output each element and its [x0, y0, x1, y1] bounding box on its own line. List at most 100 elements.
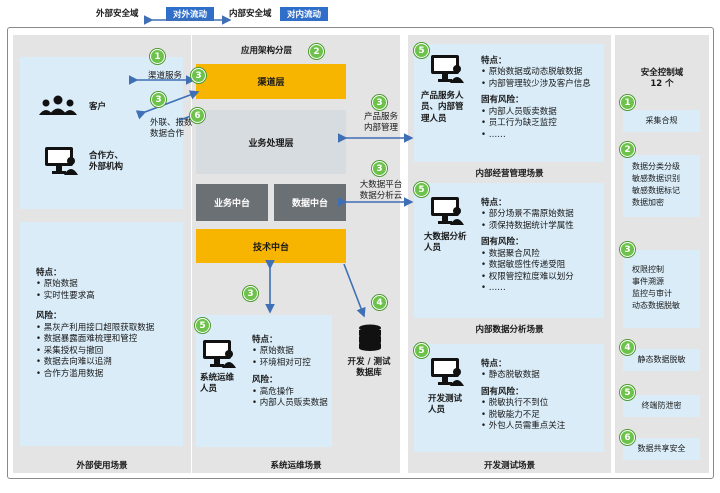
bullet-item: 高危操作: [252, 387, 328, 398]
badge-2-architecture: 2: [309, 44, 324, 59]
bullet-item: 实时性要求高: [36, 291, 183, 302]
bullet-item: 原始数据或动态脱敏数据: [481, 67, 591, 78]
bullet-item: 数据敏感性传递受阻: [481, 260, 574, 271]
bullet-item: 黑灰产利用接口超限获取数据: [36, 323, 183, 334]
mgmt-features-title: 特点：: [481, 56, 507, 66]
bullet-item: ……: [481, 283, 574, 294]
test-features-title: 特点：: [481, 359, 507, 369]
internal-domain-label: 内部安全域: [229, 9, 272, 19]
bullet-item: 采集授权与撤回: [36, 346, 183, 357]
ops-details: 特点： 原始数据环境相对可控 风险： 高危操作内部人员贩卖数据: [252, 335, 328, 410]
badge-3-channel: 3: [191, 68, 206, 83]
test-risks-title: 固有风险：: [481, 386, 524, 397]
control-badge-2: 2: [620, 142, 635, 157]
bullet-item: 脱敏执行不到位: [481, 398, 565, 409]
control-title: 安全控制域 12 个: [640, 68, 684, 90]
test-details: 特点： 静态脱敏数据 固有风险： 脱敏执行不到位脱敏能力不足外包人员需重点关注: [481, 359, 565, 433]
badge-5-analysis: 5: [414, 182, 429, 197]
bullet-item: 脱敏能力不足: [481, 410, 565, 421]
badge-3-analysis: 3: [372, 161, 387, 176]
mgmt-details: 特点： 原始数据或动态脱敏数据内部管理较少涉及客户信息 固有风险： 内部人员贩卖…: [481, 56, 591, 141]
analysis-actor-label: 大数据分析 人员: [424, 232, 467, 254]
ops-actor-label: 系统运维 人员: [200, 373, 235, 395]
mgmt-link-label: 产品服务 内部管理: [363, 112, 398, 133]
bullet-item: 内部管理较少涉及客户信息: [481, 79, 591, 90]
architecture-scene-title: 系统运维场景: [270, 461, 322, 471]
customer-icon: [38, 95, 78, 121]
badge-3-mgmt: 3: [372, 95, 387, 110]
bullet-item: 外包人员需重点关注: [481, 421, 566, 432]
bullet-item: 员工行为缺乏监控: [481, 118, 591, 129]
test-scene-title: 开发测试场景: [483, 461, 535, 471]
bullet-item: ……: [481, 130, 591, 141]
devdb-label: 开发 / 测试 数据库: [347, 357, 391, 379]
arrow-devdb: [343, 263, 366, 318]
external-domain-label: 外部安全域: [96, 9, 139, 19]
partner-monitor-icon: [44, 146, 80, 180]
bullet-item: 环境相对可控: [252, 358, 328, 369]
ops-monitor-icon: [202, 339, 238, 373]
analysis-scene-title: 内部数据分析场景: [475, 325, 544, 335]
control-item-4: 静态数据脱敏: [623, 349, 700, 371]
bullet-item: 原始数据: [252, 346, 328, 357]
tech-middle-platform: 技术中台: [196, 229, 346, 263]
bullet-item: 原始数据: [36, 279, 183, 290]
mgmt-features-list: 原始数据或动态脱敏数据内部管理较少涉及客户信息: [481, 67, 591, 90]
bullet-item: 内部人员贩卖数据: [481, 107, 591, 118]
bullet-item: 合作方滥用数据: [36, 369, 183, 380]
test-risks-list: 脱敏执行不到位脱敏能力不足外包人员需重点关注: [481, 398, 566, 432]
architecture-title: 应用架构分层: [241, 46, 293, 56]
test-actor-label: 开发测试 人员: [428, 394, 463, 416]
bullet-item: 须保持数据统计学属性: [481, 221, 574, 232]
external-scene-title: 外部使用场景: [76, 461, 128, 471]
test-monitor-icon: [430, 357, 466, 391]
analysis-features-list: 部分场景不需原始数据须保持数据统计学属性: [481, 209, 574, 232]
bullet-item: 内部人员贩卖数据: [252, 398, 328, 409]
partner-link-label: 外联、报数、 数据合作: [150, 118, 202, 139]
bullet-item: 数据聚合风险: [481, 249, 574, 260]
outer-frame: [7, 27, 714, 479]
badge-3-ops: 3: [243, 286, 258, 301]
external-features-title: 特点：: [36, 268, 62, 278]
badge-5-test: 5: [414, 343, 429, 358]
control-item-3: 权限控制 事件溯源 监控与审计 动态数据脱敏: [623, 250, 700, 328]
mgmt-actor-label: 产品服务人 员、内部管 理人员: [421, 91, 464, 124]
control-badge-6: 6: [620, 430, 635, 445]
control-item-5: 终端防泄密: [623, 395, 700, 417]
control-item-6: 数据共享安全: [623, 438, 700, 460]
analysis-risks-list: 数据聚合风险数据敏感性传递受阻权限管控粒度难以划分……: [481, 249, 574, 295]
badge-1-external: 1: [150, 49, 165, 64]
mgmt-risks-title: 固有风险：: [481, 95, 524, 106]
analysis-link-label: 大数据平台 数据分析云: [359, 180, 403, 201]
channel-layer: 渠道层: [196, 64, 346, 99]
database-icon: [358, 324, 382, 356]
external-risks-list: 黑灰产利用接口超限获取数据数据暴露面难梳理和管控采集授权与撤回数据去向难以追溯合…: [36, 323, 183, 380]
badge-6-partner: 6: [190, 108, 205, 123]
analysis-risks-title: 固有风险：: [481, 237, 524, 248]
control-item-1: 采集合规: [623, 110, 700, 132]
control-badge-3: 3: [620, 242, 635, 257]
business-middle-platform: 业务中台: [196, 184, 268, 221]
ops-risks-list: 高危操作内部人员贩卖数据: [252, 387, 328, 410]
bullet-item: 部分场景不需原始数据: [481, 209, 574, 220]
control-badge-1: 1: [620, 95, 635, 110]
bullet-item: 静态脱敏数据: [481, 370, 565, 381]
external-features-panel: 特点： 原始数据实时性要求高 风险： 黑灰产利用接口超限获取数据数据暴露面难梳理…: [20, 222, 183, 446]
mgmt-monitor-icon: [430, 54, 466, 88]
analysis-monitor-icon: [430, 196, 466, 230]
bullet-item: 数据去向难以追溯: [36, 357, 183, 368]
ops-features-list: 原始数据环境相对可控: [252, 346, 328, 369]
inbound-flow-label: 对内流动: [280, 7, 328, 21]
badge-5-mgmt: 5: [414, 43, 429, 58]
badge-4-devdb: 4: [372, 295, 387, 310]
test-features-list: 静态脱敏数据: [481, 370, 565, 381]
external-features-list: 原始数据实时性要求高: [36, 279, 183, 302]
analysis-details: 特点： 部分场景不需原始数据须保持数据统计学属性 固有风险： 数据聚合风险数据敏…: [481, 198, 574, 295]
mgmt-risks-list: 内部人员贩卖数据员工行为缺乏监控……: [481, 107, 591, 141]
data-middle-platform: 数据中台: [274, 184, 346, 221]
badge-5-ops: 5: [195, 318, 210, 333]
arrow-partner: [135, 90, 200, 120]
ops-panel: [196, 315, 332, 447]
ops-risks-title: 风险：: [252, 375, 278, 386]
